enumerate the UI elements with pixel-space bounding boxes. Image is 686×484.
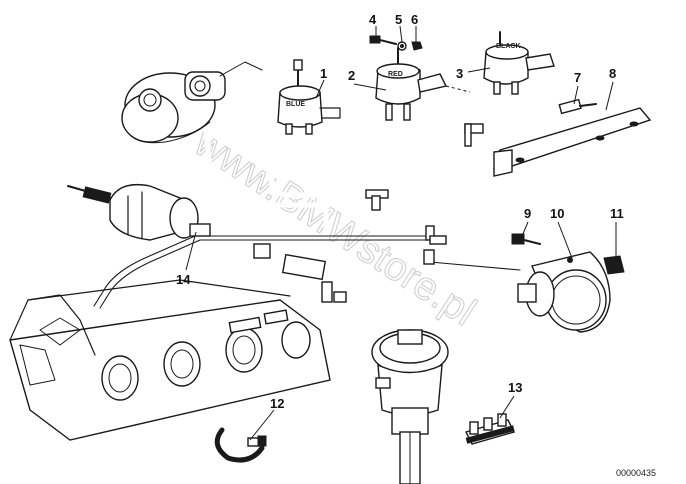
callout-6: 6: [411, 12, 418, 27]
callout-10: 10: [550, 206, 564, 221]
switching-valve-blue: BLUE: [277, 59, 341, 135]
hose-holder: [464, 413, 516, 445]
thermostat-housing: [121, 61, 263, 144]
hose-fittings: [253, 123, 484, 303]
valve-blue-text: BLUE: [286, 101, 305, 108]
callout-2: 2: [348, 68, 355, 83]
callout-8: 8: [609, 66, 616, 81]
vacuum-unit-left: [67, 183, 211, 241]
callout-7: 7: [574, 70, 581, 85]
callout-9: 9: [524, 206, 531, 221]
mounting-bracket: [492, 98, 652, 177]
callout-5: 5: [395, 12, 402, 27]
distributor: [371, 329, 449, 484]
callout-12: 12: [270, 396, 284, 411]
vacuum-unit-right: [511, 233, 625, 333]
valve-black-text: BLACK: [496, 43, 521, 50]
callout-11: 11: [610, 206, 624, 221]
intake-manifold: [9, 279, 331, 441]
valve-red-text: RED: [388, 71, 403, 78]
diagram-reference-code: 00000435: [616, 468, 656, 478]
callout-13: 13: [508, 380, 522, 395]
callout-3: 3: [456, 66, 463, 81]
leader-lines: [185, 25, 617, 441]
callout-numbers: 1 2 3 4 5 6 7 8 9 10 11 12 13 14: [176, 12, 624, 411]
callout-4: 4: [369, 12, 377, 27]
callout-1: 1: [320, 66, 327, 81]
mounting-screws: [369, 35, 423, 51]
hose-clamp: [214, 427, 267, 463]
callout-14: 14: [176, 272, 191, 287]
switching-valve-black: BLACK: [483, 31, 555, 95]
switching-valve-red: RED: [375, 47, 471, 121]
vacuum-hoses: [202, 68, 523, 398]
